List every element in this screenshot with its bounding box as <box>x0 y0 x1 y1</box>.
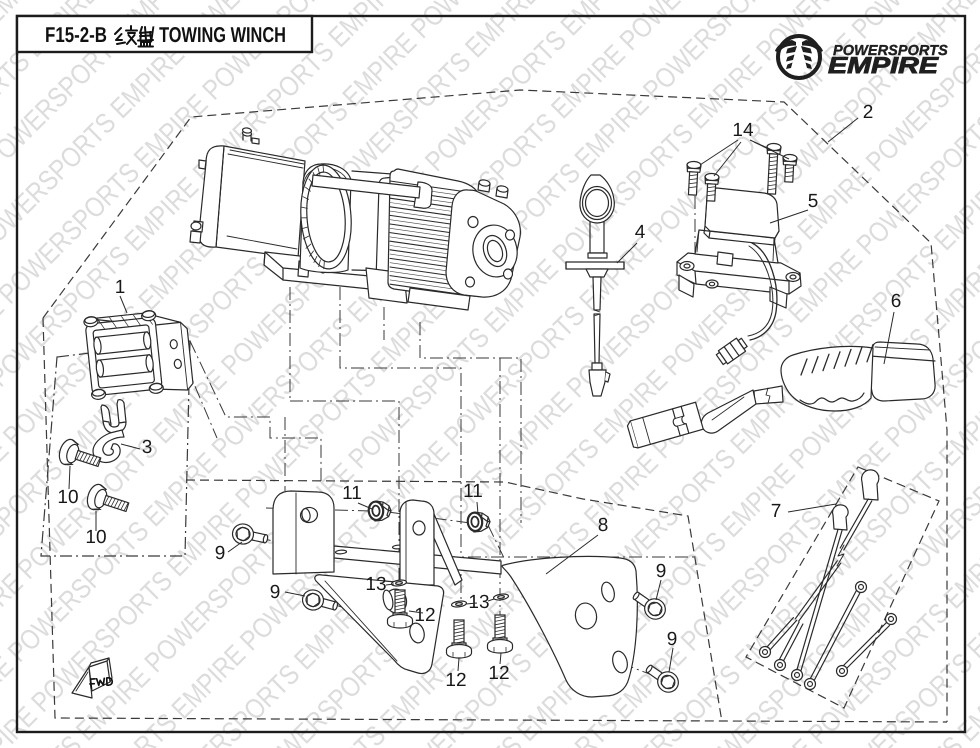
svg-text:5: 5 <box>808 191 819 212</box>
svg-text:14: 14 <box>732 120 754 141</box>
svg-text:/ TOWING WINCH: / TOWING WINCH <box>150 23 286 47</box>
svg-text:10: 10 <box>57 487 78 508</box>
svg-text:POWERSPORTS: POWERSPORTS <box>833 43 948 59</box>
svg-text:11: 11 <box>463 481 483 502</box>
svg-text:EMPIRE: EMPIRE <box>828 52 939 78</box>
svg-text:13: 13 <box>468 592 489 613</box>
svg-text:7: 7 <box>771 501 782 522</box>
svg-text:8: 8 <box>598 515 609 536</box>
svg-text:10: 10 <box>85 527 106 548</box>
svg-text:3: 3 <box>142 437 153 458</box>
svg-text:2: 2 <box>863 102 874 123</box>
svg-text:4: 4 <box>635 222 646 243</box>
svg-text:12: 12 <box>414 605 435 626</box>
svg-text:1: 1 <box>115 277 126 298</box>
svg-text:9: 9 <box>270 582 281 603</box>
svg-text:11: 11 <box>342 483 362 504</box>
svg-text:9: 9 <box>656 561 667 582</box>
svg-text:9: 9 <box>215 543 226 564</box>
svg-text:6: 6 <box>891 291 902 312</box>
svg-text:F15-2-B: F15-2-B <box>45 23 107 47</box>
svg-text:13: 13 <box>365 574 386 595</box>
svg-text:12: 12 <box>445 670 466 691</box>
svg-text:9: 9 <box>667 629 678 650</box>
svg-text:12: 12 <box>488 663 509 684</box>
